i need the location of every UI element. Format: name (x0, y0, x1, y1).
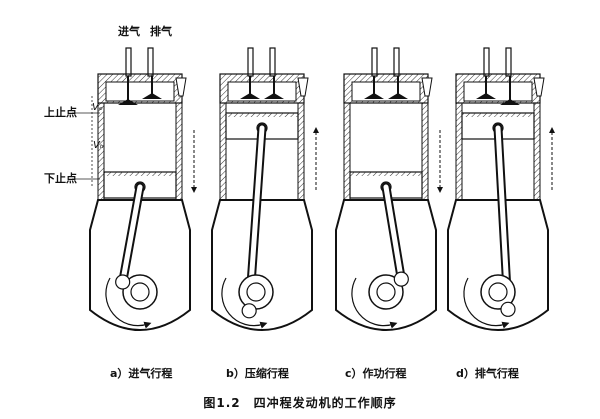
cylinder-wall-right (421, 102, 429, 201)
vc-label: Vₑ (92, 102, 104, 113)
caption-intake-stroke: a）进气行程 (110, 367, 173, 380)
crankcase (335, 199, 437, 331)
exhaust-label: 排气 (150, 25, 172, 38)
spark-plug (175, 77, 187, 97)
vh-label: Vₕ (93, 140, 104, 151)
intake-pipe (247, 47, 254, 77)
exhaust-pipe (269, 47, 276, 77)
piston-rings (226, 113, 298, 117)
crank-pin (500, 301, 516, 317)
caption-compression-stroke: b）压缩行程 (226, 367, 289, 380)
cylinder-wall-left (219, 102, 227, 201)
piston-rings (350, 172, 422, 176)
exhaust-pipe (147, 47, 154, 77)
rotation-arrow (105, 277, 152, 329)
cylinder-wall-right (533, 102, 541, 201)
intake-pipe (483, 47, 490, 77)
exhaust-valve (142, 76, 162, 99)
engine-panel-exhaust (447, 47, 555, 331)
combustion-chamber (463, 81, 533, 102)
exhaust-valve (264, 76, 284, 99)
exhaust-pipe (505, 47, 512, 77)
crankcase (89, 199, 191, 331)
intake-label: 进气 (118, 25, 140, 38)
crank-journal (376, 282, 396, 302)
intake-valve (476, 76, 496, 99)
intake-pipe (125, 47, 132, 77)
cylinder-wall-left (343, 102, 351, 201)
crank-pin (115, 274, 131, 290)
reference-lines (72, 96, 100, 186)
caption-exhaust-stroke: d）排气行程 (456, 367, 519, 380)
spark-plug (533, 77, 545, 97)
combustion-chamber (227, 81, 297, 102)
rotation-arrow (351, 277, 398, 329)
engine-panel-power (335, 47, 443, 331)
cylinder-wall-right (175, 102, 183, 201)
crank-pin (241, 303, 257, 319)
crankcase (447, 199, 549, 331)
combustion-chamber (351, 81, 421, 102)
crankcase (211, 199, 313, 331)
figure-title: 图1.2 四冲程发动机的工作顺序 (203, 396, 397, 410)
exhaust-valve (388, 76, 408, 99)
crank-pin (393, 271, 409, 287)
combustion-chamber (105, 81, 175, 102)
crank-journal (246, 282, 266, 302)
spark-plug (421, 77, 433, 97)
crank-journal (488, 282, 508, 302)
intake-valve (240, 76, 260, 99)
caption-power-stroke: c）作功行程 (345, 367, 407, 380)
rotation-arrow (463, 277, 510, 329)
piston-rings (104, 172, 176, 176)
cylinder-wall-right (297, 102, 305, 201)
intake-valve (364, 76, 384, 99)
tdc-label: 上止点 (44, 106, 77, 119)
engine-panel-compression (211, 47, 319, 331)
crank-journal (130, 282, 150, 302)
engine-panel-intake (89, 47, 197, 331)
spark-plug (297, 77, 309, 97)
intake-valve (118, 76, 138, 105)
bdc-label: 下止点 (44, 172, 77, 185)
intake-pipe (371, 47, 378, 77)
rotation-arrow (221, 277, 268, 329)
piston-rings (462, 113, 534, 117)
exhaust-pipe (393, 47, 400, 77)
exhaust-valve (500, 76, 520, 105)
cylinder-wall-left (455, 102, 463, 201)
